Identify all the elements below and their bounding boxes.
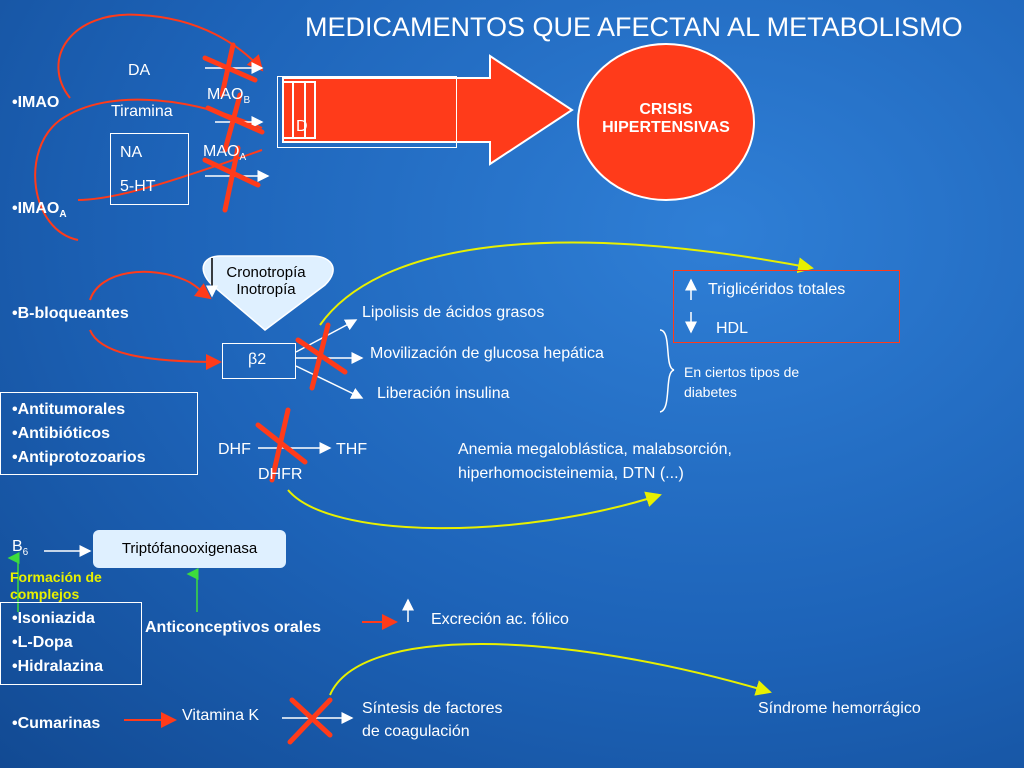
- anti-item-2: •Antiprotozoarios: [12, 449, 146, 466]
- diabetes-note: En ciertos tipos de diabetes: [684, 364, 800, 400]
- b6-text: B6: [12, 538, 29, 559]
- beta2-text: β2: [248, 351, 267, 368]
- arrow-hidden-text: D: [296, 118, 308, 135]
- imao-label: •IMAO: [12, 94, 60, 111]
- b6-item-0: •Isoniazida: [12, 610, 95, 627]
- yellow-arc-trig: [319, 241, 814, 326]
- trig-text: Triglicéridos totales: [708, 281, 846, 298]
- excrecion-text: Excreción ac. fólico: [431, 611, 569, 628]
- ht-text: 5-HT: [120, 178, 156, 195]
- cumarinas-label: •Cumarinas: [12, 715, 101, 732]
- dhfr-text: DHFR: [258, 466, 303, 483]
- block-x-2: [205, 92, 265, 153]
- block-x-dhfr: [255, 407, 308, 483]
- maoa-text: MAOA: [203, 143, 247, 164]
- anti-item-1: •Antibióticos: [12, 425, 111, 442]
- tiramina-text: Tiramina: [111, 103, 173, 120]
- beta-label: •B-bloqueantes: [12, 305, 129, 322]
- big-arrow: [282, 54, 574, 166]
- na-ht-box: [110, 133, 189, 205]
- anti-item-0: •Antitumorales: [12, 401, 126, 418]
- imao-curve-bottom: [34, 98, 263, 241]
- brace: [659, 329, 675, 413]
- yellow-arc-sindrome: [329, 643, 772, 696]
- effect-glucosa: Movilización de glucosa hepática: [370, 345, 604, 362]
- beta-curve-top: [89, 270, 212, 301]
- anticonceptivos-text: Anticonceptivos orales: [145, 619, 322, 636]
- heart-shape: [202, 255, 334, 331]
- effect-insulina: Liberación insulina: [377, 385, 510, 402]
- vitk-text: Vitamina K: [182, 707, 260, 724]
- crisis-circle: [577, 43, 755, 201]
- hdl-text: HDL: [716, 320, 749, 337]
- block-x-1: [202, 42, 258, 98]
- sintesis-line2: de coagulación: [362, 723, 470, 740]
- na-text: NA: [120, 144, 143, 161]
- sindrome-text: Síndrome hemorrágico: [758, 700, 921, 717]
- maob-text: MAOB: [207, 86, 251, 107]
- b6-item-2: •Hidralazina: [12, 658, 103, 675]
- b6-item-1: •L-Dopa: [12, 634, 73, 651]
- beta2-box: [222, 343, 296, 379]
- anti-box: [0, 392, 198, 475]
- yellow-arc-anemia: [287, 489, 662, 530]
- block-x-vitk: [287, 697, 333, 745]
- block-x-3: [202, 145, 261, 213]
- effect-lipolisis: Lipolisis de ácidos grasos: [362, 304, 545, 321]
- trig-box: [673, 270, 900, 343]
- beta-curve-bottom: [89, 329, 222, 370]
- anemia-line1: Anemia megaloblástica, malabsorción,: [458, 441, 732, 458]
- b6-drugs-box: [0, 602, 142, 685]
- block-x-beta: [295, 322, 348, 391]
- page-title: MEDICAMENTOS QUE AFECTAN AL METABOLISMO: [305, 12, 963, 42]
- thf-text: THF: [336, 441, 368, 458]
- arrow-insulina: [295, 365, 364, 399]
- enzyme-box: Triptófanooxigenasa: [93, 530, 286, 568]
- da-text: DA: [128, 62, 151, 79]
- arrow-frame: [277, 76, 457, 148]
- anemia-line2: hiperhomocisteinemia, DTN (...): [458, 465, 684, 482]
- imaoa-label: •IMAOA: [12, 200, 67, 221]
- sintesis-line1: Síntesis de factores: [362, 700, 503, 717]
- dhf-text: DHF: [218, 441, 251, 458]
